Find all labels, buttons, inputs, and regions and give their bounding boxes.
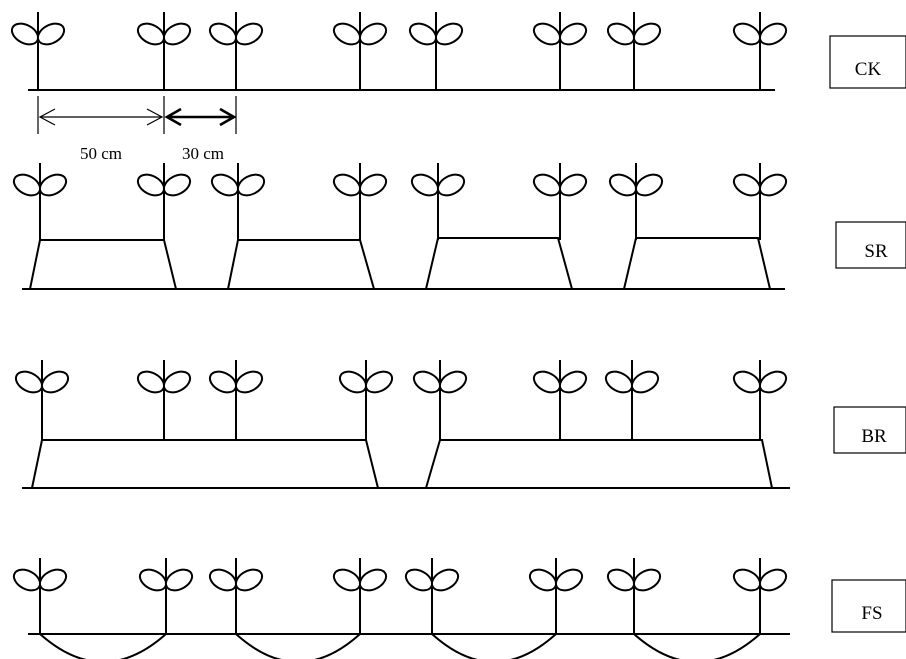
furrow [634, 634, 760, 659]
narrow-spacing-arrow [167, 109, 234, 125]
narrow-spacing-label: 30 cm [182, 144, 224, 163]
seedling-icon [730, 360, 789, 440]
treatment-label: CK [855, 59, 882, 80]
furrows [40, 634, 760, 659]
wide-spacing-arrow [40, 109, 162, 125]
seedling-icon [730, 163, 789, 240]
row-fs: FS [10, 558, 906, 659]
plants [10, 163, 789, 240]
seedling-icon [330, 12, 389, 90]
seedling-icon [406, 12, 465, 90]
treatment-label: FS [861, 603, 882, 624]
ridges [32, 440, 772, 488]
treatment-label-box: SR [836, 222, 906, 268]
seedling-icon [402, 558, 461, 634]
seedling-icon [208, 163, 267, 240]
ridges [30, 238, 770, 289]
furrow [40, 634, 166, 659]
seedling-icon [336, 360, 395, 440]
seedling-icon [134, 360, 193, 440]
wide-spacing-label: 50 cm [80, 144, 122, 163]
row-ck: CK [8, 12, 906, 90]
seedling-icon [606, 163, 665, 240]
treatment-label-box: BR [834, 407, 906, 453]
treatment-label: SR [864, 241, 888, 262]
seedling-icon [134, 12, 193, 90]
treatment-label-box: FS [832, 580, 906, 632]
seedling-icon [10, 163, 69, 240]
seedling-icon [10, 558, 69, 634]
seedling-icon [206, 12, 265, 90]
ridge [32, 440, 378, 488]
furrow [236, 634, 360, 659]
plants [8, 12, 789, 90]
furrow [432, 634, 556, 659]
seedling-icon [206, 558, 265, 634]
seedling-icon [410, 360, 469, 440]
row-br: BR [12, 360, 906, 488]
seedling-icon [526, 558, 585, 634]
plants [10, 558, 789, 634]
treatment-label-box: CK [830, 36, 906, 88]
seedling-icon [330, 558, 389, 634]
seedling-icon [408, 163, 467, 240]
treatment-label: BR [861, 426, 887, 447]
seedling-icon [604, 558, 663, 634]
row-sr: SR [10, 163, 906, 289]
seedling-icon [730, 558, 789, 634]
seedling-icon [530, 163, 589, 240]
ridge [426, 238, 572, 289]
spacing-dimensions: 50 cm 30 cm [38, 96, 236, 163]
ridge [426, 440, 772, 488]
ridge [228, 240, 374, 289]
seedling-icon [206, 360, 265, 440]
plants [12, 360, 789, 440]
seedling-icon [730, 12, 789, 90]
seedling-icon [134, 163, 193, 240]
seedling-icon [12, 360, 71, 440]
seedling-icon [8, 12, 67, 90]
seedling-icon [530, 360, 589, 440]
seedling-icon [604, 12, 663, 90]
seedling-icon [330, 163, 389, 240]
seedling-icon [602, 360, 661, 440]
seedling-icon [136, 558, 195, 634]
seedling-icon [530, 12, 589, 90]
ridge [624, 238, 770, 289]
ridge [30, 240, 176, 289]
